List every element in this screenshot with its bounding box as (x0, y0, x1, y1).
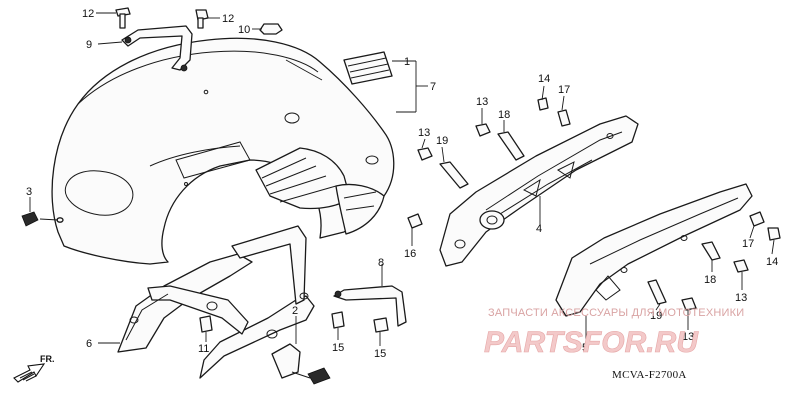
rear-fender (51, 37, 395, 265)
callout-10: 10 (238, 24, 250, 36)
callout-17-right: 17 (742, 238, 754, 250)
diagram-code: MCVA-F2700A (612, 369, 687, 381)
callout-13-top: 13 (476, 96, 488, 108)
callout-15-right: 15 (374, 348, 386, 360)
grab-rail-4 (439, 115, 639, 267)
watermark-tagline: ЗАПЧАСТИ АКСЕССУАРЫ ДЛЯ МОТОТЕХНИКИ (488, 307, 744, 319)
callout-13-bottom: 13 (682, 331, 694, 343)
callout-17-top: 17 (558, 84, 570, 96)
fender-stay-6 (117, 225, 315, 379)
callout-9: 9 (86, 39, 92, 51)
callout-15-left: 15 (332, 342, 344, 354)
callout-4: 4 (536, 223, 542, 235)
callout-12-right: 12 (222, 13, 234, 25)
callout-18-right: 18 (704, 274, 716, 286)
watermark-brand: PARTSFOR.RU (484, 326, 699, 359)
callout-7: 7 (430, 81, 436, 93)
callout-12-left: 12 (82, 8, 94, 20)
callout-18-top: 18 (498, 109, 510, 121)
grommet-10 (259, 23, 283, 35)
callout-14-right: 14 (766, 256, 778, 268)
callout-8: 8 (378, 257, 384, 269)
callout-19-bottom: 19 (650, 310, 662, 322)
watermark: ЗАПЧАСТИ АКСЕССУАРЫ ДЛЯ МОТОТЕХНИКИ PART… (484, 307, 744, 359)
callout-5: 5 (582, 342, 588, 354)
callout-3: 3 (26, 186, 32, 198)
callout-numbers: 12 12 10 9 1 7 14 13 18 17 13 19 3 4 16 … (26, 8, 778, 360)
grab-rail-5 (555, 183, 753, 317)
front-direction-indicator: FR. (13, 354, 55, 383)
callout-6: 6 (86, 338, 92, 350)
callout-16: 16 (404, 248, 416, 260)
fasteners (199, 97, 781, 333)
leader-lines (29, 12, 775, 346)
wire-8 (333, 285, 407, 327)
callout-19-top: 19 (436, 135, 448, 147)
reflector-1 (343, 51, 393, 85)
callout-13-left: 13 (418, 127, 430, 139)
callout-11: 11 (198, 343, 209, 355)
helmet-lock-2 (271, 343, 331, 385)
callout-13-right: 13 (735, 292, 747, 304)
callout-2: 2 (292, 305, 298, 317)
nut-3 (21, 211, 64, 227)
front-label: FR. (40, 354, 55, 364)
callout-14-top: 14 (538, 73, 550, 85)
callout-1: 1 (404, 56, 410, 68)
